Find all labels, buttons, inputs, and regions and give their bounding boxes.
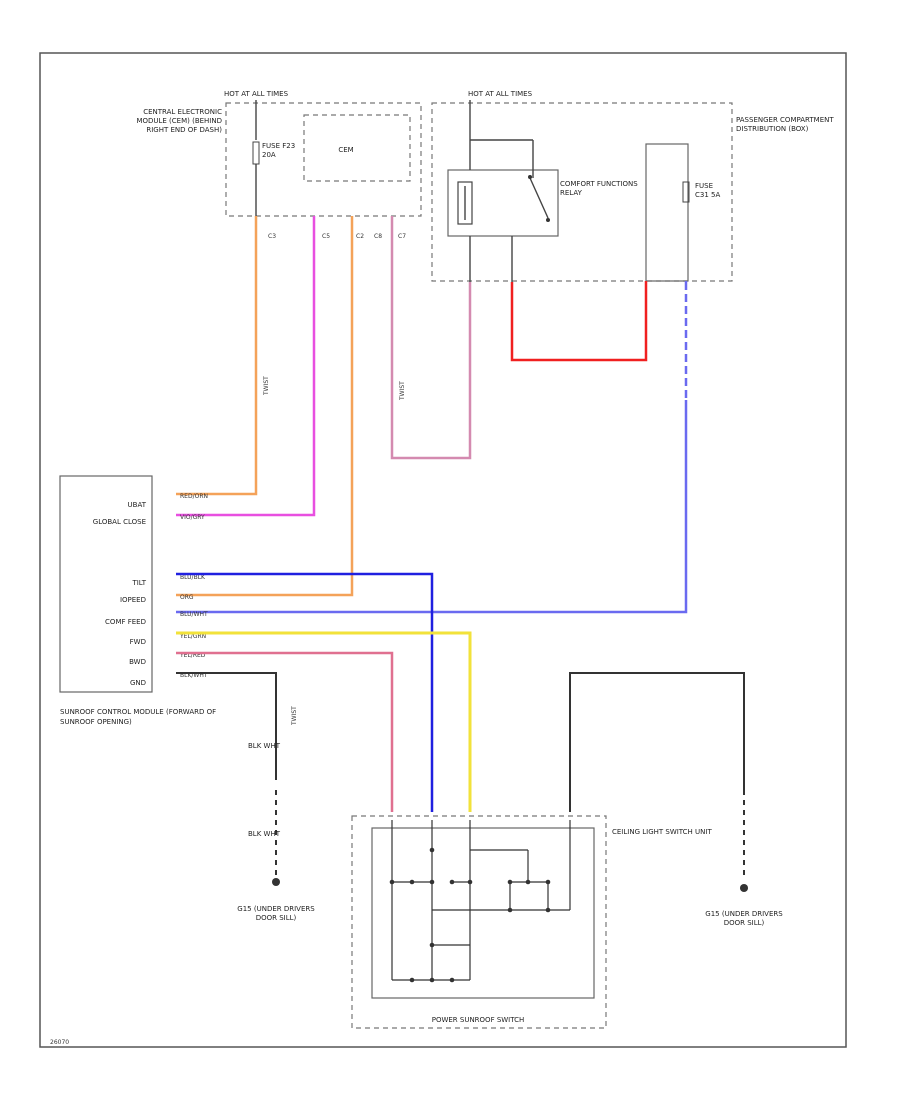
twisted-label-2: TWIST (399, 381, 406, 401)
wire-yel-red (176, 651, 394, 812)
svg-text:IOPEED: IOPEED (120, 596, 146, 604)
switch-contacts (389, 847, 551, 983)
cem-inner-box (303, 114, 411, 182)
svg-text:C5: C5 (322, 233, 330, 240)
ground-right-icon (740, 884, 748, 892)
fuse-left-label: FUSE F23 20A (262, 142, 296, 159)
wire-org (176, 216, 354, 597)
svg-text:BLU/WHT: BLU/WHT (180, 611, 208, 618)
svg-text:YEL/GRN: YEL/GRN (179, 633, 206, 640)
ground-right-label: G15 (UNDER DRIVERS DOOR SILL) (705, 910, 783, 927)
svg-text:YEL/RED: YEL/RED (179, 652, 206, 659)
wire-blu-blk (176, 572, 434, 812)
wire-red-orn (176, 216, 258, 496)
switch-inner-box (371, 827, 595, 999)
svg-text:C2: C2 (356, 233, 364, 240)
svg-text:GND: GND (130, 679, 146, 687)
wire-red (510, 281, 648, 362)
twisted-label-1: TWIST (263, 376, 270, 396)
svg-text:C8: C8 (374, 233, 382, 240)
pcdb-fuse-housing (645, 143, 689, 282)
diagram-code: 26070 (50, 1039, 69, 1046)
svg-text:COMF FEED: COMF FEED (105, 618, 146, 626)
cem-label: CENTRAL ELECTRONIC MODULE (CEM) (BEHIND … (136, 108, 222, 134)
ground-left-icon (272, 878, 280, 886)
wire-yel-grn (176, 631, 472, 812)
fuse-c31-icon (682, 181, 690, 203)
diagram-frame (39, 52, 847, 1048)
module-pin-labels: UBAT GLOBAL CLOSE TILT IOPEED COMF FEED … (93, 501, 147, 687)
wire-vio-gry (176, 216, 316, 517)
svg-text:BWD: BWD (129, 658, 146, 666)
ground-wire-label-1: BLK WHT (248, 742, 281, 750)
svg-text:RED/ORN: RED/ORN (180, 493, 208, 500)
pcdb-dashed-box (431, 102, 733, 282)
svg-text:BLU/BLK: BLU/BLK (180, 574, 206, 581)
twisted-label-3: TWIST (291, 706, 298, 726)
fuse-right-label: FUSE C31 5A (695, 182, 721, 199)
svg-text:BLK/WHT: BLK/WHT (180, 672, 208, 679)
svg-text:FWD: FWD (130, 638, 146, 646)
pcdb-label: PASSENGER COMPARTMENT DISTRIBUTION (BOX) (736, 116, 834, 133)
comfort-relay-label: COMFORT FUNCTIONS RELAY (560, 180, 638, 197)
cem-dashed-box (225, 102, 422, 217)
svg-text:ORG: ORG (180, 594, 194, 601)
switch-dashed-box (351, 815, 607, 1029)
ground-left-label: G15 (UNDER DRIVERS DOOR SILL) (237, 905, 315, 922)
ceiling-light-label: CEILING LIGHT SWITCH UNIT (612, 828, 712, 836)
comfort-relay-box (447, 169, 559, 237)
power-sunroof-switch-label: POWER SUNROOF SWITCH (432, 1016, 525, 1024)
fuse-f23-icon (252, 141, 260, 165)
switch-internals (391, 820, 571, 981)
wire-gnd-switch (569, 672, 745, 812)
hot-at-all-times-label-left: HOT AT ALL TIMES (224, 90, 289, 98)
sunroof-module-label: SUNROOF CONTROL MODULE (FORWARD OF SUNRO… (60, 708, 217, 726)
wire-gnd-module (176, 672, 277, 780)
wire-blu-wht (176, 281, 688, 614)
sunroof-module-box (59, 475, 153, 693)
svg-text:C7: C7 (398, 233, 406, 240)
wire-twisted-pair (390, 216, 472, 460)
svg-text:TILT: TILT (131, 579, 146, 587)
relay-coil-icon (457, 181, 473, 225)
module-wire-labels: RED/ORN VIO/GRY BLU/BLK ORG BLU/WHT YEL/… (179, 493, 208, 679)
svg-text:UBAT: UBAT (128, 501, 147, 509)
svg-text:C3: C3 (268, 233, 276, 240)
ground-wire-label-2: BLK WHT (248, 830, 281, 838)
cem-box-label: CEM (338, 146, 353, 154)
svg-text:GLOBAL CLOSE: GLOBAL CLOSE (93, 518, 146, 526)
svg-text:VIO/GRY: VIO/GRY (180, 514, 205, 521)
hot-at-all-times-label-right: HOT AT ALL TIMES (468, 90, 533, 98)
